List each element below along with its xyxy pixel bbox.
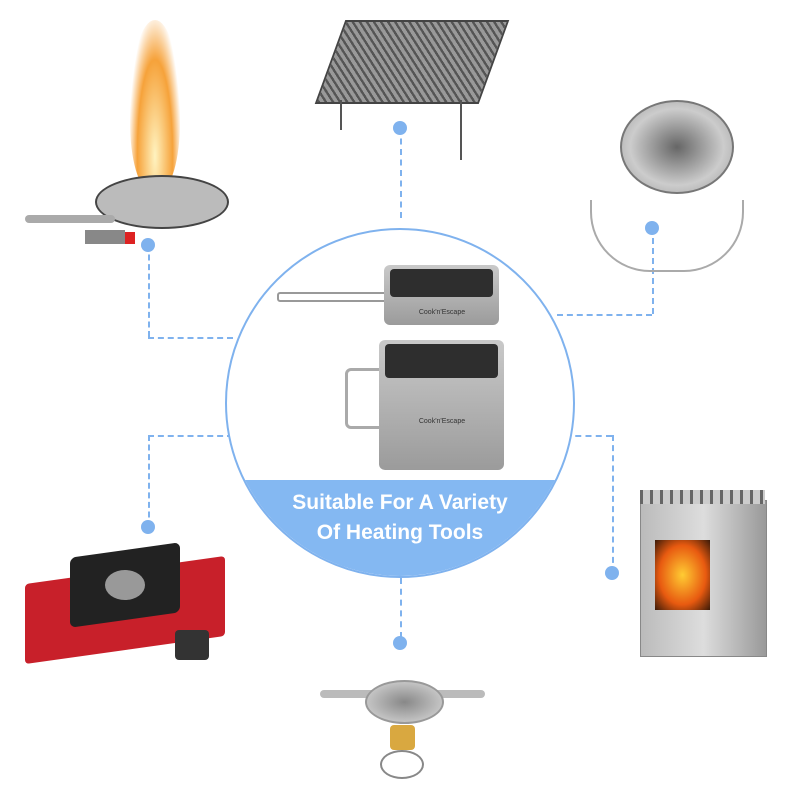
connector-line [557,314,652,316]
backpacking-canister-stove [320,640,485,780]
connector-line [148,435,150,527]
gas-burner-with-flame [25,20,229,250]
connector-line [148,245,150,337]
connector-dot [393,636,407,650]
banner [227,480,573,576]
connector-line [148,435,233,437]
mug-brand: Cook'n'Escape [418,418,466,425]
pan-handle [277,292,391,302]
connector-line [565,435,612,437]
pan-brand: Cook'n'Escape [418,309,466,316]
banner-text: Suitable For A Variety Of Heating Tools [292,491,508,544]
connector-line [400,128,402,218]
pan-image: Cook'n'Escape [384,265,499,325]
connector-line [612,435,614,573]
product-circle: Cook'n'Escape Cook'n'Escape Suitable For… [225,228,575,578]
connector-dot [141,238,155,252]
wood-burning-stove [635,470,770,660]
connector-line [400,578,402,638]
windproof-gas-stove [580,60,770,280]
mug-image: Cook'n'Escape [379,340,504,470]
portable-cassette-stove [25,535,230,665]
folding-grill-rack [310,20,510,160]
connector-dot [141,520,155,534]
connector-dot [393,121,407,135]
connector-dot [605,566,619,580]
connector-line [148,337,233,339]
